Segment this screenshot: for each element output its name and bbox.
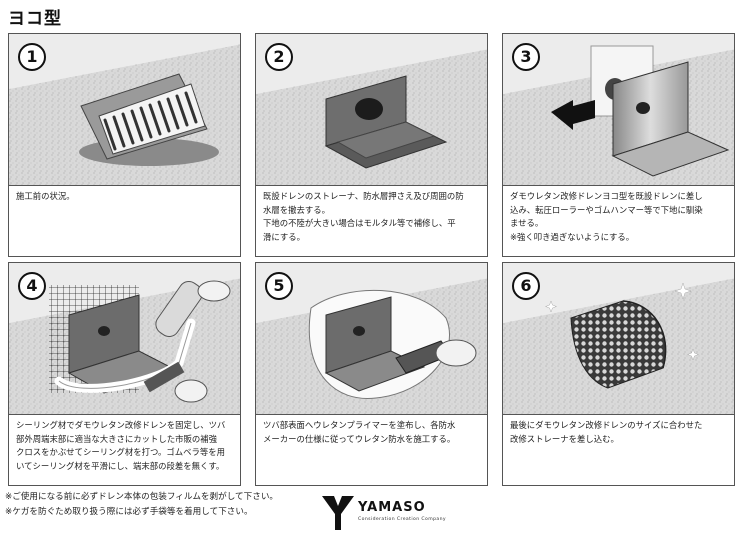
strainer-inserted-illustration [503, 263, 734, 414]
step-4-illustration: 4 [9, 263, 240, 415]
step-5-caption: ツバ部表面へウレタンプライマーを塗布し、各防水 メーカーの仕様に従ってウレタン防… [263, 420, 456, 444]
step-number-badge: 6 [512, 272, 540, 300]
step-panel-1: 1 施工前の状況。 [8, 33, 241, 257]
step-panel-2: 2 既設ドレンのストレーナ、防水層押さえ及び周囲の防 水層を撤去する。 下地の不… [255, 33, 488, 257]
step-panel-6: 6 最後にダモウレタン改修ドレンのサイズに合わせた 改修ストレーナを差し込む。 [502, 262, 735, 486]
step-number-badge: 4 [18, 272, 46, 300]
step-number-badge: 3 [512, 43, 540, 71]
step-2-caption: 既設ドレンのストレーナ、防水層押さえ及び周囲の防 水層を撤去する。 下地の不陸が… [263, 191, 464, 242]
step-6-illustration: 6 [503, 263, 734, 415]
step-6-caption: 最後にダモウレタン改修ドレンのサイズに合わせた 改修ストレーナを差し込む。 [510, 420, 703, 444]
removed-strainer-illustration [256, 34, 487, 185]
page-title: ヨコ型 [8, 9, 62, 29]
step-5-illustration: 5 [256, 263, 487, 415]
step-1-illustration: 1 [9, 34, 240, 186]
step-number-badge: 2 [265, 43, 293, 71]
yamaso-logo: YAMASO Consideration Creation Company [318, 492, 468, 532]
step-panel-4: 4 シーリング材でダモウレタン改修ドレンを固定し、ツバ 部外周端末部に適当な大き… [8, 262, 241, 486]
step-2-illustration: 2 [256, 34, 487, 186]
y-mark-icon [322, 496, 354, 530]
usage-notes: ※ご使用になる前に必ずドレン本体の包装フィルムを剥がして下さい。 ※ケガを防ぐた… [5, 490, 278, 520]
note-wear-gloves: ※ケガを防ぐため取り扱う際には必ず手袋等を着用して下さい。 [5, 507, 253, 517]
step-3-caption: ダモウレタン改修ドレンヨコ型を既設ドレンに差し 込み、転圧ローラーやゴムハンマー… [510, 191, 703, 242]
step-4-caption: シーリング材でダモウレタン改修ドレンを固定し、ツバ 部外周端末部に適当な大きさに… [16, 420, 226, 471]
note-remove-film: ※ご使用になる前に必ずドレン本体の包装フィルムを剥がして下さい。 [5, 492, 279, 502]
step-number-badge: 1 [18, 43, 46, 71]
sealing-reinforcement-illustration [9, 263, 240, 414]
urethane-waterproofing-illustration [256, 263, 487, 414]
step-1-caption: 施工前の状況。 [16, 191, 75, 201]
step-3-illustration: 3 [503, 34, 734, 186]
step-panel-3: 3 ダモウレタン改修ドレンヨコ型を既設ドレンに差し 込み、転圧ローラーやゴムハン… [502, 33, 735, 257]
step-number-badge: 5 [265, 272, 293, 300]
step-panel-5: 5 ツバ部表面へウレタンプライマーを塗布し、各防水 メーカーの仕様に従ってウレタ… [255, 262, 488, 486]
logo-brand-name: YAMASO [358, 500, 426, 515]
existing-drain-grate-illustration [9, 34, 240, 185]
insert-drain-illustration [503, 34, 734, 185]
logo-tagline: Consideration Creation Company [358, 517, 447, 522]
